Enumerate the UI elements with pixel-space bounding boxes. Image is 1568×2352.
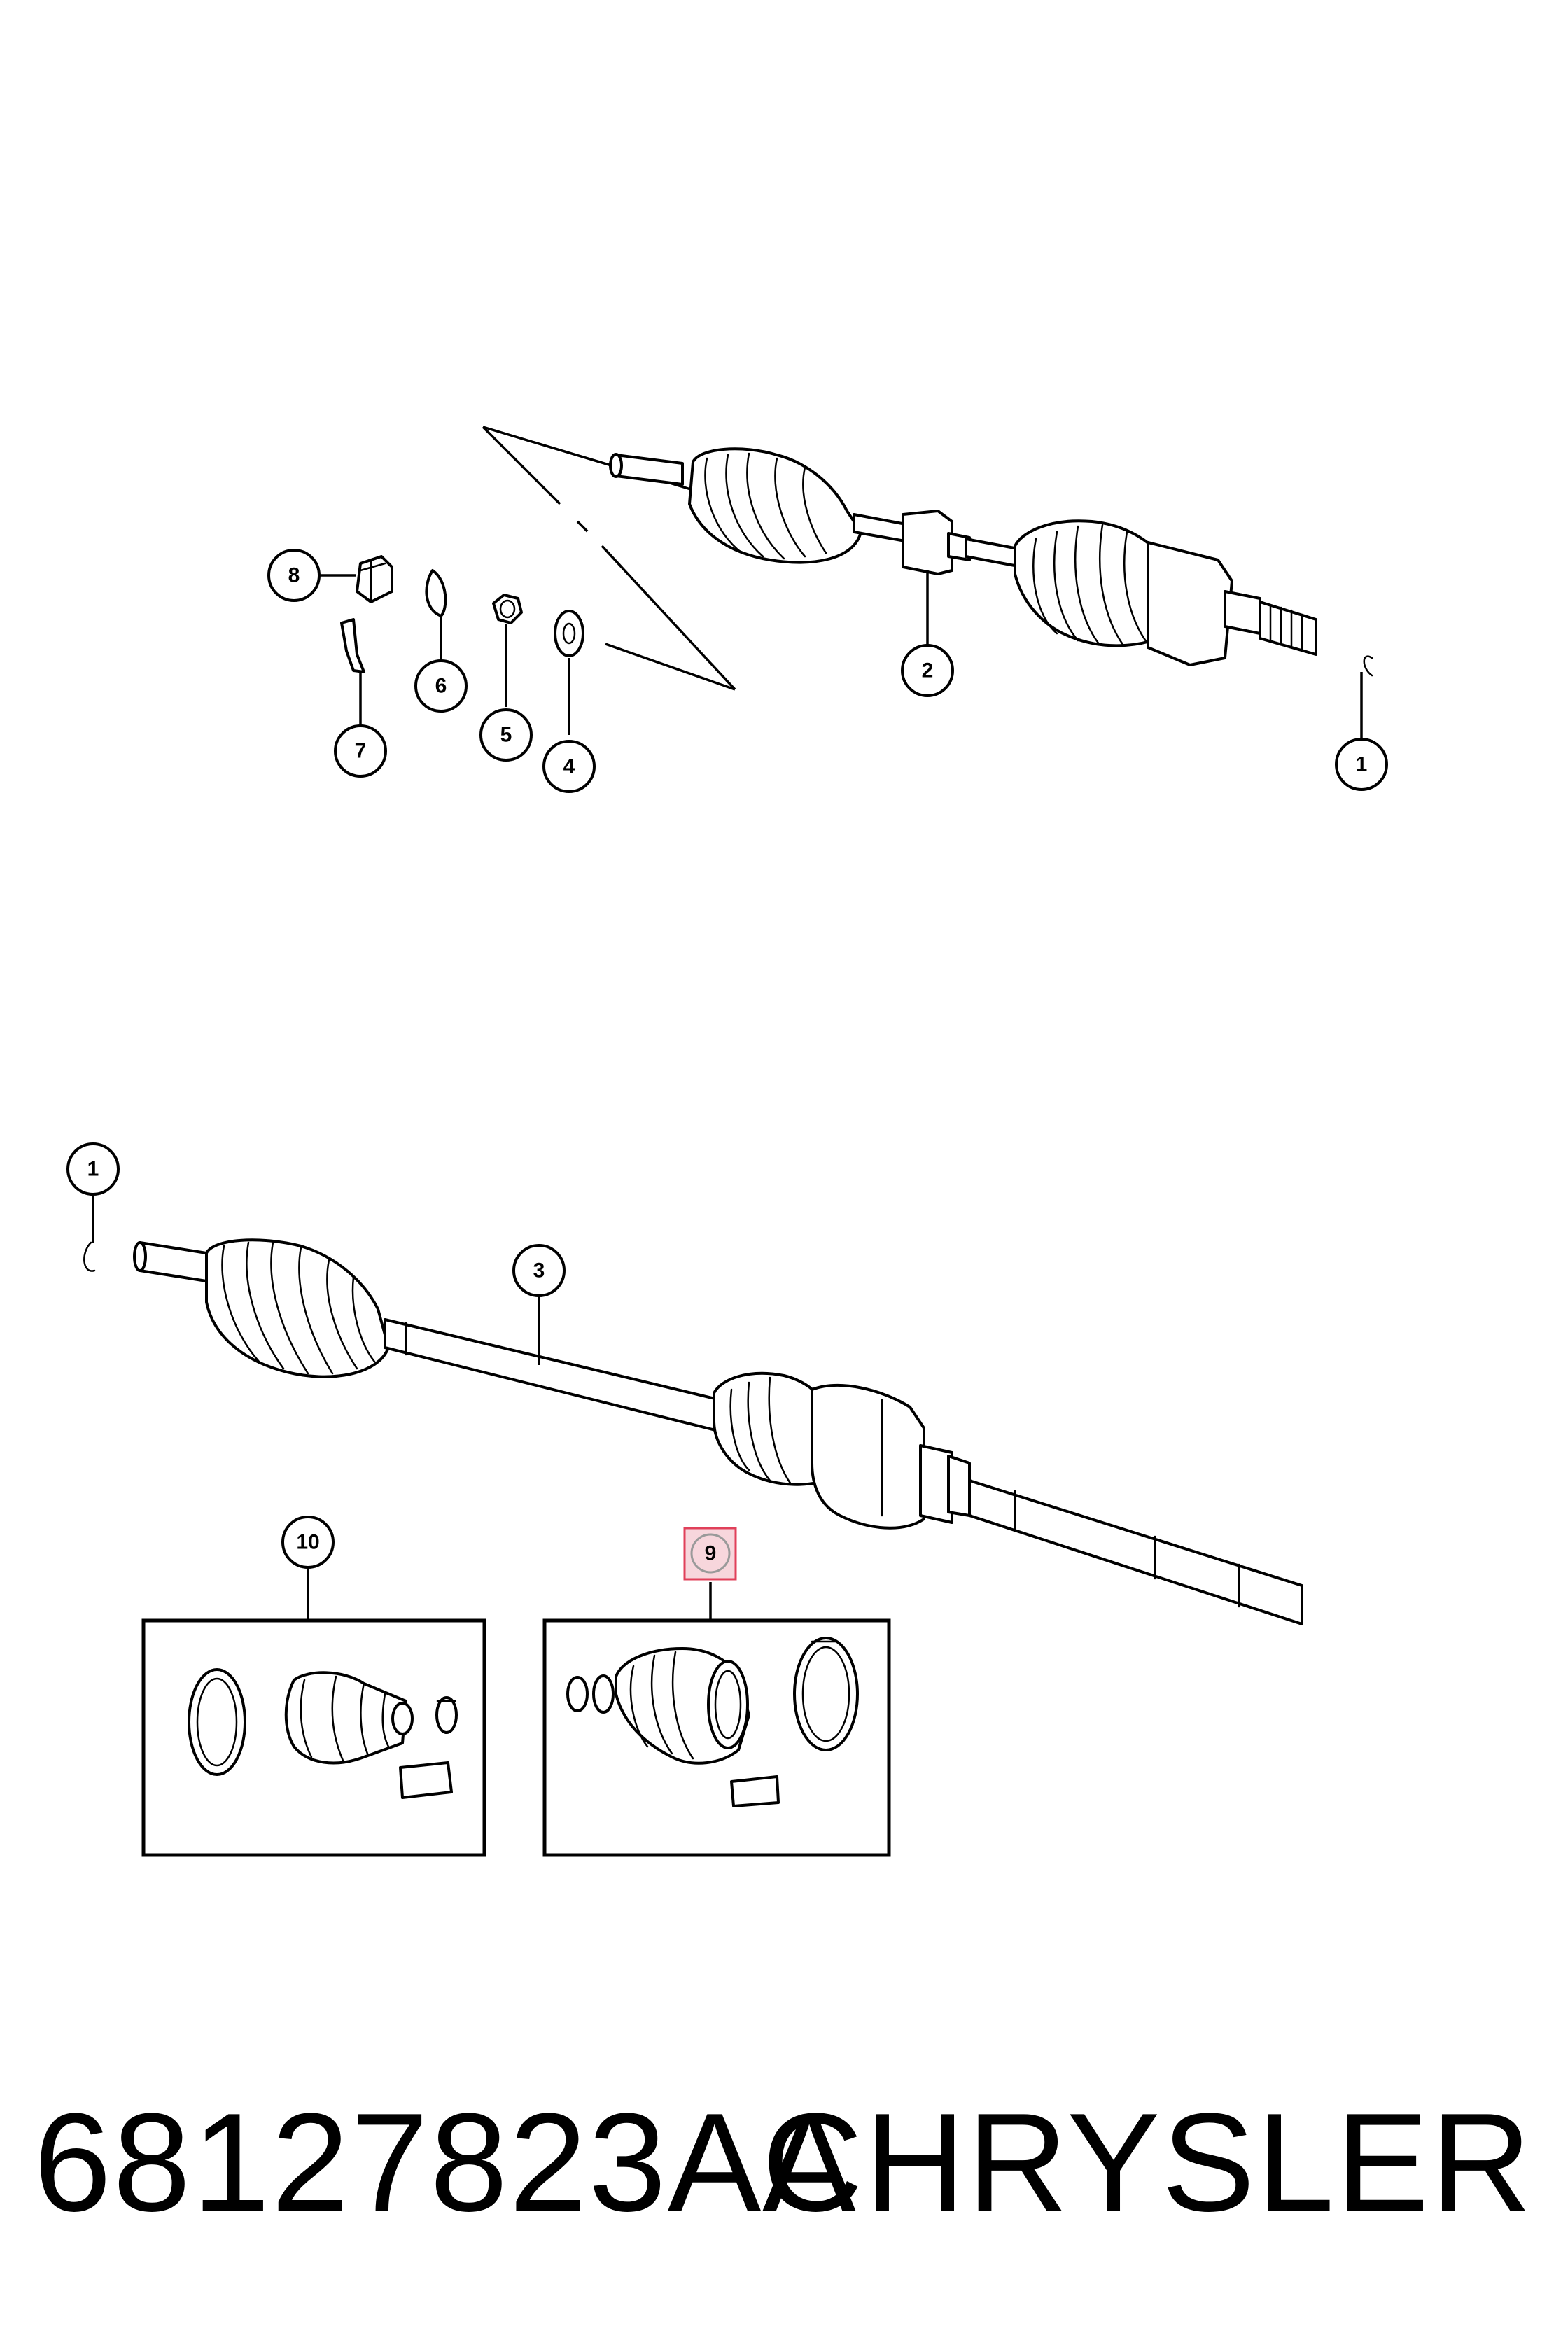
callout-4[interactable]: 4: [542, 740, 596, 793]
svg-text:4: 4: [564, 755, 575, 778]
hex-nut: [492, 594, 523, 624]
callout-6[interactable]: 6: [414, 659, 468, 713]
bottom-driveshaft-assembly: [83, 1194, 1303, 1625]
callout-1-bottom[interactable]: 1: [66, 1142, 120, 1196]
svg-text:1: 1: [1356, 753, 1368, 776]
callout-2[interactable]: 2: [901, 644, 954, 697]
callout-10[interactable]: 10: [281, 1516, 335, 1569]
footer: 68127823AA CHRYSLER: [0, 2086, 1568, 2240]
callout-8[interactable]: 8: [267, 549, 321, 602]
callout-7[interactable]: 7: [334, 724, 387, 778]
callout-1-top[interactable]: 1: [1335, 738, 1388, 791]
callout-9-highlighted[interactable]: 9: [683, 1527, 737, 1581]
driveshaft-exploded-diagram: 8 6 5 4 7 2 1: [66, 426, 1388, 1857]
svg-text:9: 9: [705, 1542, 717, 1565]
svg-text:1: 1: [88, 1158, 99, 1181]
retaining-clip: [340, 618, 365, 673]
kit-10-outer-boot: [141, 1568, 486, 1857]
washer: [554, 610, 584, 657]
castle-nut: [356, 555, 393, 603]
cotter-pin: [425, 569, 447, 617]
top-driveshaft-assembly: [315, 426, 1373, 742]
callout-5[interactable]: 5: [479, 708, 533, 762]
part-number-label: 68127823AA: [34, 2085, 858, 2241]
svg-text:2: 2: [922, 659, 934, 682]
svg-text:5: 5: [500, 724, 512, 747]
svg-text:3: 3: [533, 1259, 545, 1282]
svg-text:8: 8: [288, 564, 300, 587]
svg-text:10: 10: [296, 1531, 319, 1554]
kit-9-inner-boot: [542, 1582, 891, 1857]
brand-label: CHRYSLER: [762, 2085, 1533, 2241]
callout-3[interactable]: 3: [512, 1244, 566, 1297]
svg-text:6: 6: [435, 675, 447, 698]
svg-text:7: 7: [355, 740, 367, 763]
